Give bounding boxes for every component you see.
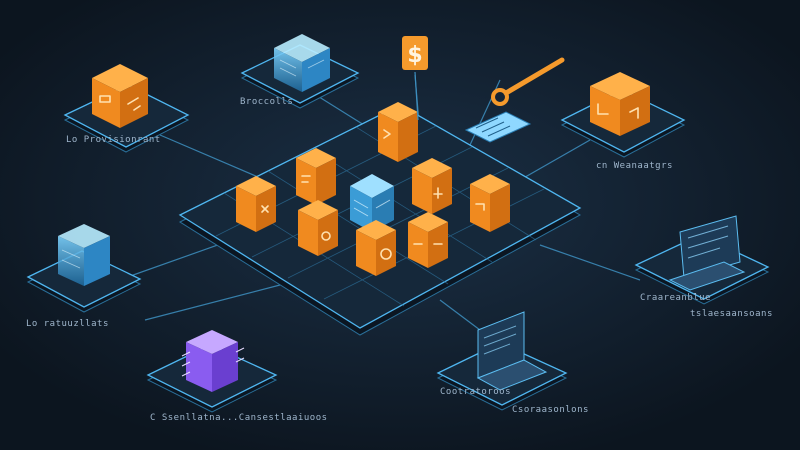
cube-2: [296, 148, 336, 205]
node-bottom-left: [146, 330, 278, 413]
node-right: [634, 215, 770, 305]
node-top-right: [560, 72, 686, 158]
cube-1: [378, 102, 418, 162]
monitor-icon: [668, 215, 746, 291]
node-left: [26, 224, 142, 313]
cube-3: [236, 176, 276, 232]
caption-top-right: cn Weanaatgrs: [596, 161, 673, 171]
cube-7: [356, 220, 396, 276]
server-cube-center: [350, 174, 394, 232]
node-bottom-center: [436, 311, 568, 411]
caption-right-line2: tslaesaansoans: [690, 309, 773, 319]
caption-left: Lo ratuuzllats: [26, 319, 109, 329]
laptop-icon: [476, 311, 548, 391]
caption-top-left: Lo Provisionrant: [66, 135, 161, 145]
caption-bottom-left: C Ssenllatna...Cansestlaaiuoos: [150, 413, 328, 423]
node-top-center: [240, 34, 360, 109]
cube-8: [408, 212, 448, 268]
dollar-sign-icon: $: [402, 36, 428, 121]
caption-right: Craareanblue: [640, 293, 711, 303]
platform-cubes: [236, 102, 510, 276]
cube-6: [470, 174, 510, 232]
svg-text:$: $: [407, 43, 422, 68]
cube-5: [412, 158, 452, 214]
caption-bottom-center: Cootratoroos: [440, 387, 511, 397]
cube-4: [298, 200, 338, 256]
caption-top-center: Broccolls: [240, 97, 293, 107]
caption-bottom-center-right: Csoraasonlons: [512, 405, 589, 415]
key-icon: [491, 57, 565, 106]
tablet-icon: [464, 111, 532, 143]
chip-cube-icon: [181, 330, 245, 392]
node-top-left: [63, 64, 190, 153]
